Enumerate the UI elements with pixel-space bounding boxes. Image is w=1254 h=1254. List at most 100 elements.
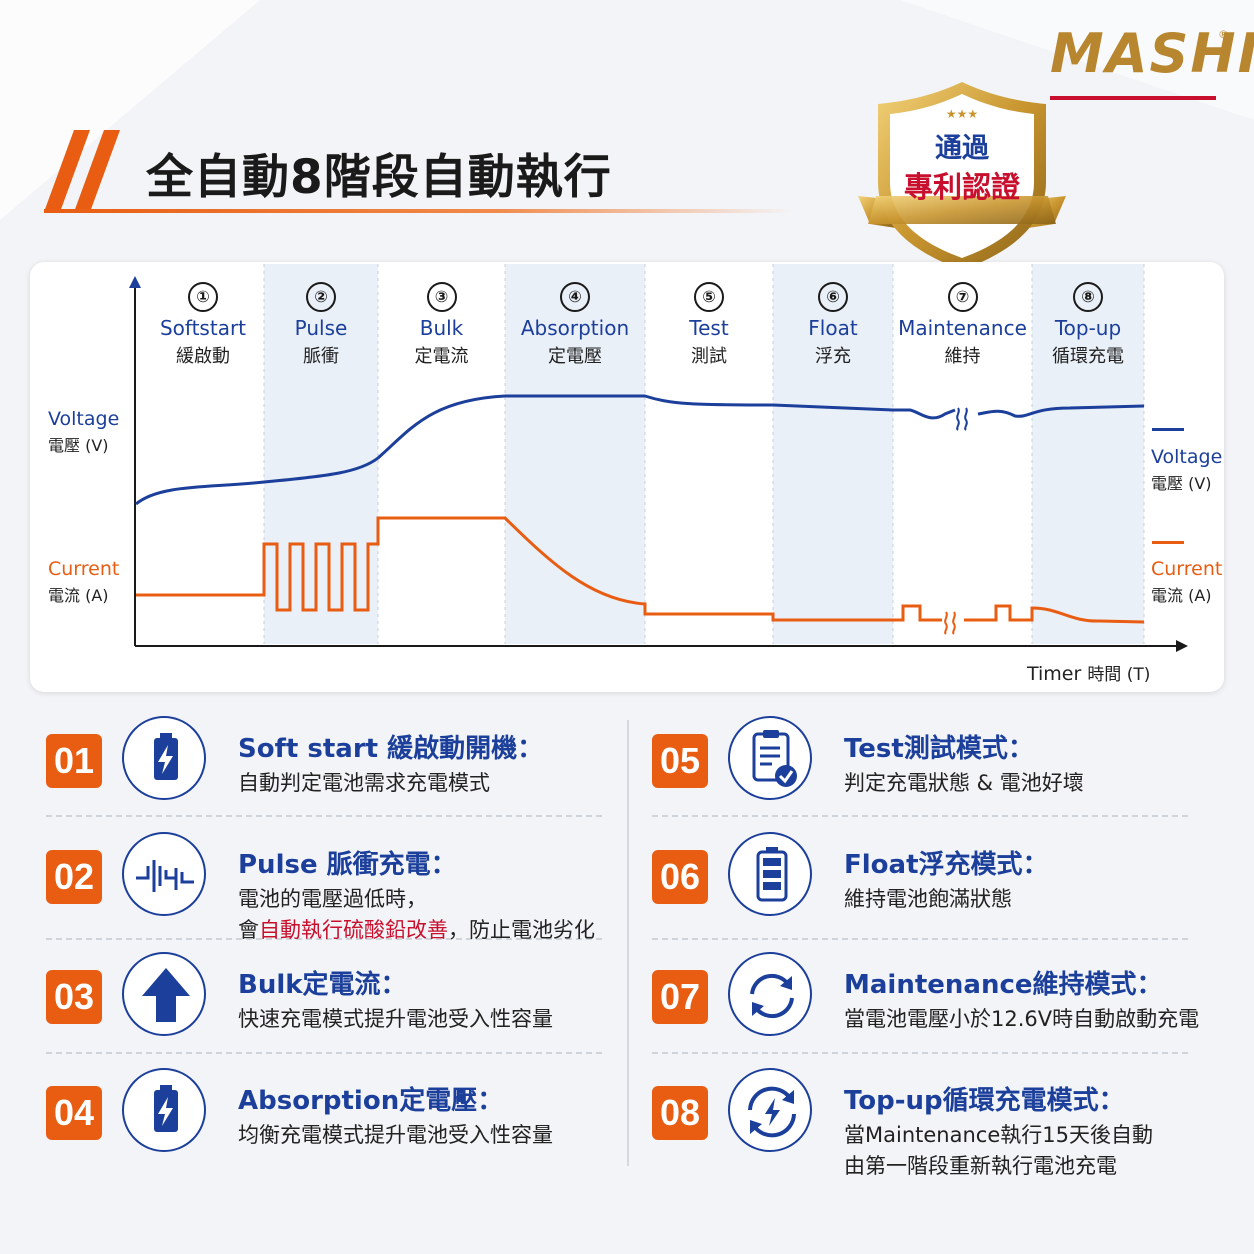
refresh-icon: [728, 952, 812, 1036]
feature-title: Pulse 脈衝充電：: [238, 850, 457, 880]
feature-title: Top-up循環充電模式：: [844, 1086, 1125, 1116]
series-voltage-line: [135, 394, 956, 506]
x-axis-arrow: [1176, 640, 1188, 652]
stage-band-4: [505, 264, 645, 644]
feature-item-03: 03 Bulk定電流： 快速充電模式提升電池受入性容量: [46, 950, 616, 1046]
y-label-voltage-zh: 電壓 (V): [48, 436, 109, 455]
pulse-wave-icon: [122, 832, 206, 916]
feature-desc: 自動判定電池需求充電模式: [238, 771, 490, 795]
logo-underline: [1050, 96, 1216, 100]
stage-number: ①: [188, 282, 218, 312]
row-divider: [652, 815, 1188, 817]
feature-desc: 當Maintenance執行15天後自動 由第一階段重新執行電池充電: [844, 1120, 1153, 1182]
badge-line2: 專利認證: [903, 170, 1020, 204]
arrow-up-icon: [122, 952, 206, 1036]
feature-desc-line2: 由第一階段重新執行電池充電: [844, 1154, 1117, 1178]
series-voltage-break: [956, 407, 968, 431]
badge-line1: 通過: [935, 133, 989, 164]
stage-number: ⑦: [947, 282, 978, 312]
legend-voltage: Voltage 電壓 (V): [1151, 446, 1222, 494]
stage-name-en: Test: [689, 316, 729, 340]
series-current-line-2: [964, 604, 1145, 624]
title-slash-icon: [44, 130, 120, 212]
row-divider: [46, 938, 602, 940]
feature-number: 03: [46, 970, 102, 1024]
y-label-voltage-en: Voltage: [48, 408, 120, 430]
desc-part: ，防止電池劣化: [448, 918, 595, 942]
refresh-bolt-icon: [728, 1068, 812, 1152]
feature-title: Maintenance維持模式：: [844, 970, 1163, 1000]
feature-desc: 判定充電狀態 & 電池好壞: [844, 771, 1084, 795]
feature-title: Bulk定電流：: [238, 970, 407, 1000]
stage-name-en: Pulse: [294, 316, 348, 340]
row-divider: [46, 815, 602, 817]
y-axis-arrow: [129, 276, 141, 288]
desc-highlight: 自動執行硫酸鉛改善: [259, 918, 448, 942]
stage-band-2: [264, 264, 378, 644]
feature-item-05: 05 Test測試模式： 判定充電狀態 & 電池好壞: [652, 714, 1212, 810]
stage-number: ②: [306, 282, 336, 312]
stage-name-zh: 測試: [691, 346, 727, 367]
legend-voltage-zh: 電壓 (V): [1151, 474, 1212, 493]
feature-number: 04: [46, 1086, 102, 1140]
y-label-current-en: Current: [48, 558, 120, 580]
feature-title: Test測試模式：: [844, 734, 1034, 764]
legend-voltage-swatch: [1152, 428, 1184, 431]
stage-number: ⑤: [694, 282, 724, 312]
stage-1: ① Softstart 緩啟動: [150, 282, 256, 368]
feature-item-04: 04 Absorption定電壓： 均衡充電模式提升電池受入性容量: [46, 1066, 616, 1162]
feature-item-06: 06 Float浮充模式： 維持電池飽滿狀態: [652, 830, 1212, 926]
title-underline: [44, 209, 794, 213]
feature-number: 01: [46, 734, 102, 788]
legend-current-swatch: [1152, 541, 1184, 544]
registered-mark: ®: [1218, 28, 1229, 41]
stage-4: ④ Absorption 定電壓: [505, 282, 645, 368]
stage-name-en: Float: [808, 316, 858, 340]
x-label-zh: 時間 (T): [1087, 665, 1151, 685]
stage-name-en: Maintenance: [898, 316, 1027, 340]
stage-5: ⑤ Test 測試: [645, 282, 773, 368]
stage-name-en: Top-up: [1054, 316, 1122, 340]
stage-name-zh: 循環充電: [1052, 346, 1124, 367]
feature-desc-line1: 當Maintenance執行15天後自動: [844, 1123, 1153, 1147]
legend-voltage-en: Voltage: [1151, 446, 1223, 468]
desc-part: 會: [238, 918, 259, 942]
column-divider: [627, 720, 629, 1166]
stage-3: ③ Bulk 定電流: [378, 282, 505, 368]
feature-number: 06: [652, 850, 708, 904]
series-current-line: [136, 516, 942, 622]
feature-number: 07: [652, 970, 708, 1024]
page-title: 全自動8階段自動執行: [146, 150, 612, 205]
feature-desc: 當電池電壓小於12.6V時自動啟動充電: [844, 1007, 1200, 1031]
y-label-voltage: Voltage 電壓 (V): [48, 408, 119, 456]
battery-bolt-icon: [122, 716, 206, 800]
feature-item-02: 02 Pulse 脈衝充電： 電池的電壓過低時， 會自動執行硫酸鉛改善，防止電池…: [46, 830, 616, 942]
legend-current: Current 電流 (A): [1151, 558, 1222, 606]
feature-title: Absorption定電壓：: [238, 1086, 504, 1116]
logo-text: MASHIN: [1050, 22, 1254, 85]
feature-item-07: 07 Maintenance維持模式： 當電池電壓小於12.6V時自動啟動充電: [652, 950, 1222, 1046]
stage-number: ④: [560, 282, 590, 312]
y-label-current: Current 電流 (A): [48, 558, 119, 606]
charging-stages-chart: [129, 264, 1188, 652]
stage-name-en: Softstart: [159, 316, 247, 340]
stage-band-8: [1032, 264, 1144, 644]
row-divider: [652, 938, 1188, 940]
series-voltage-line-2: [977, 404, 1145, 418]
feature-item-08: 08 Top-up循環充電模式： 當Maintenance執行15天後自動 由第…: [652, 1066, 1222, 1178]
stage-number: ⑥: [818, 282, 848, 312]
y-label-current-zh: 電流 (A): [48, 586, 109, 605]
stage-name-en: Bulk: [419, 316, 464, 340]
feature-number: 05: [652, 734, 708, 788]
row-divider: [652, 1052, 1188, 1054]
stage-number: ③: [426, 282, 457, 312]
stage-7: ⑦ Maintenance 維持: [893, 282, 1032, 368]
battery-full-icon: [728, 832, 812, 916]
stage-band-6: [773, 264, 893, 644]
stage-name-zh: 維持: [944, 346, 981, 367]
row-divider: [46, 1052, 602, 1054]
feature-number: 02: [46, 850, 102, 904]
legend-current-zh: 電流 (A): [1151, 586, 1212, 605]
stage-name-zh: 定電流: [414, 346, 469, 367]
